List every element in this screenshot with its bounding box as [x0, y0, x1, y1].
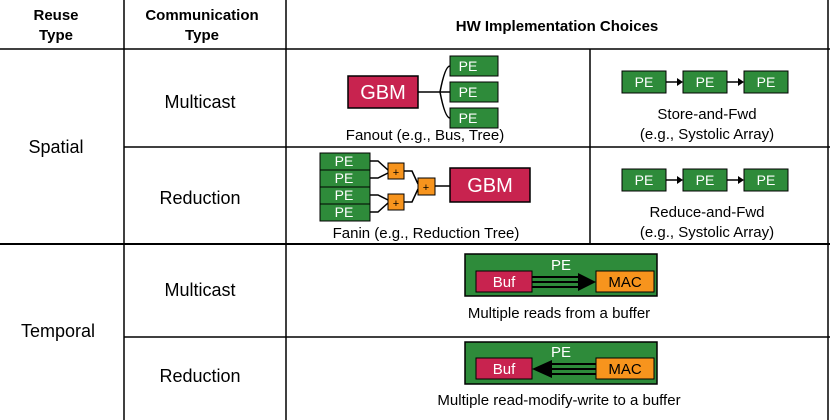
store-and-fwd-diagram: PE PE PE Store-and-Fwd (e.g., Systolic A… [621, 70, 789, 143]
fanin-gbm-block [449, 167, 531, 203]
fanin-gbm-label: GBM [467, 175, 513, 197]
raf-pe-1-label: PE [635, 172, 654, 188]
tr-pe-label: PE [551, 344, 571, 361]
reduce-and-fwd-example: (e.g., Systolic Array) [640, 224, 774, 241]
comm-type-temporal-reduction: Reduction [159, 366, 240, 386]
fanout-pe-2-label: PE [459, 84, 478, 100]
fanout-pe-2 [449, 81, 499, 103]
raf-arrow-2 [738, 176, 744, 184]
fanout-pe-3-label: PE [459, 110, 478, 126]
reuse-type-temporal: Temporal [21, 321, 95, 341]
fanout-caption: Fanout (e.g., Bus, Tree) [346, 127, 504, 144]
fanin-caption: Fanin (e.g., Reduction Tree) [333, 225, 520, 242]
multiple-reads-caption: Multiple reads from a buffer [468, 305, 650, 322]
header-reuse-type-line2: Type [39, 27, 73, 44]
multiple-rmw-caption: Multiple read-modify-write to a buffer [437, 392, 680, 409]
fanout-diagram: GBM PE PE PE Fanout (e.g., Bus, Tree) [346, 55, 504, 144]
raf-arrow-1 [677, 176, 683, 184]
store-and-fwd-example: (e.g., Systolic Array) [640, 126, 774, 143]
header-communication-type-line1: Communication [145, 7, 258, 24]
comm-type-temporal-multicast: Multicast [164, 280, 235, 300]
fanin-wires [370, 160, 450, 213]
saf-pe-2-label: PE [696, 74, 715, 90]
tm-arrowhead [578, 273, 596, 291]
tm-buf-label: Buf [493, 274, 516, 291]
fanin-pe-1-label: PE [335, 153, 354, 169]
tm-mac-label: MAC [608, 274, 642, 291]
fanin-adder-2 [387, 193, 405, 211]
comm-type-spatial-multicast: Multicast [164, 92, 235, 112]
tr-mac-block [595, 357, 655, 380]
fanin-adder-1 [387, 162, 405, 180]
header-communication-type-line2: Type [185, 27, 219, 44]
fanin-adder-3-label: + [423, 182, 429, 194]
fanout-tree-wires [418, 65, 451, 119]
reduce-and-fwd-caption: Reduce-and-Fwd [649, 204, 764, 221]
tm-mac-block [595, 270, 655, 293]
tm-pe-label: PE [551, 257, 571, 274]
temporal-multicast-diagram: PE Buf MAC Multiple reads from a buffer [464, 253, 658, 322]
fanout-pe-1-label: PE [459, 58, 478, 74]
tr-buf-label: Buf [493, 361, 516, 378]
raf-pe-3 [743, 168, 789, 192]
temporal-reduction-diagram: PE Buf MAC Multiple read-modify-write to… [437, 341, 681, 409]
header-reuse-type-line1: Reuse [33, 7, 78, 24]
tr-mac-label: MAC [608, 361, 642, 378]
saf-pe-3 [743, 70, 789, 94]
fanout-pe-3 [449, 107, 499, 129]
reuse-type-spatial: Spatial [28, 137, 83, 157]
fanin-adder-3 [417, 177, 436, 196]
reduce-and-fwd-diagram: PE PE PE Reduce-and-Fwd (e.g., Systolic … [621, 168, 789, 241]
fanin-adder-1-label: + [393, 167, 399, 179]
fanout-gbm-label: GBM [360, 82, 406, 104]
store-and-fwd-caption: Store-and-Fwd [657, 106, 756, 123]
saf-arrow-2 [738, 78, 744, 86]
fanin-diagram: PE PE PE PE + + + GBM Fanin (e.g., Reduc… [319, 152, 531, 242]
comm-type-spatial-reduction: Reduction [159, 188, 240, 208]
raf-pe-2-label: PE [696, 172, 715, 188]
header-hw-implementation-choices: HW Implementation Choices [456, 18, 659, 35]
fanin-adder-2-label: + [393, 198, 399, 210]
saf-pe-3-label: PE [757, 74, 776, 90]
fanin-pe-4-label: PE [335, 204, 354, 220]
raf-pe-3-label: PE [757, 172, 776, 188]
fanout-pe-1 [449, 55, 499, 77]
fanin-pe-2-label: PE [335, 170, 354, 186]
fanout-gbm-block [347, 75, 419, 109]
saf-arrow-1 [677, 78, 683, 86]
tr-buf-block [475, 357, 533, 380]
tr-arrowhead [532, 360, 552, 378]
fanin-pe-3-label: PE [335, 187, 354, 203]
saf-pe-1-label: PE [635, 74, 654, 90]
